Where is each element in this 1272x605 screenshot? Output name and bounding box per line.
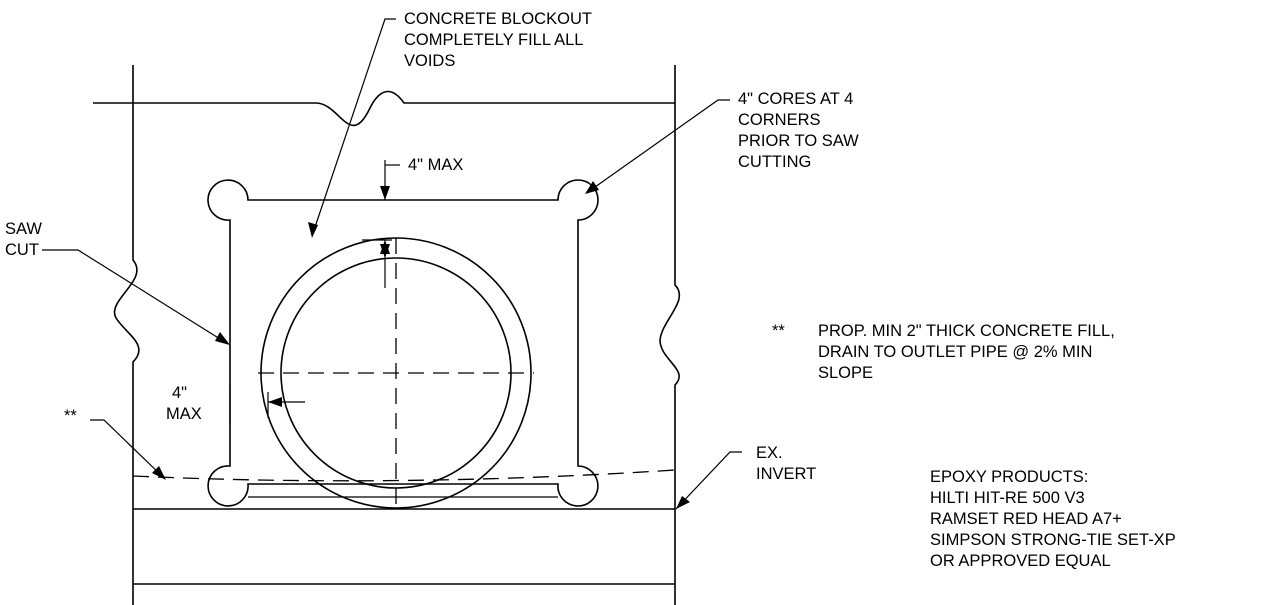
saw-cut-leader-arrow xyxy=(215,332,230,345)
top-max-label: 4" MAX xyxy=(408,156,464,174)
cores-callout-line-3: PRIOR TO SAW xyxy=(738,132,859,150)
fill-note-line-1: PROP. MIN 2" THICK CONCRETE FILL, xyxy=(818,322,1115,340)
blockout-callout-line-3: VOIDS xyxy=(404,52,456,70)
saw-cut-callout: SAW CUT xyxy=(5,219,42,261)
saw-cut-outline xyxy=(207,179,599,507)
fill-marker-label: ** xyxy=(64,407,77,425)
fill-note: PROP. MIN 2" THICK CONCRETE FILL, DRAIN … xyxy=(818,321,1115,384)
invert-callout: EX. INVERT xyxy=(756,443,816,485)
blockout-leader-arrow xyxy=(308,222,318,238)
blockout-callout-line-1: CONCRETE BLOCKOUT xyxy=(404,10,592,28)
left-wall-line xyxy=(113,65,140,605)
epoxy-item-1: HILTI HIT-RE 500 V3 xyxy=(930,489,1085,507)
cores-callout-line-4: CUTTING xyxy=(738,153,812,171)
side-max-line-1: 4" xyxy=(172,384,188,402)
top-wall-line xyxy=(93,90,675,127)
epoxy-heading: EPOXY PRODUCTS: xyxy=(930,468,1089,486)
blockout-leader xyxy=(311,18,396,237)
invert-leader xyxy=(675,451,742,510)
invert-leader-arrow xyxy=(676,496,690,509)
fill-note-line-3: SLOPE xyxy=(818,364,874,382)
cores-callout-line-1: 4" CORES AT 4 xyxy=(738,90,854,108)
side-max-label: 4" MAX xyxy=(166,383,202,425)
side-max-line-2: MAX xyxy=(166,405,202,423)
epoxy-products-note: EPOXY PRODUCTS: HILTI HIT-RE 500 V3 RAMS… xyxy=(930,467,1176,572)
cores-callout: 4" CORES AT 4 CORNERS PRIOR TO SAW CUTTI… xyxy=(738,89,859,173)
right-wall-line xyxy=(659,65,681,605)
epoxy-item-3: SIMPSON STRONG-TIE SET-XP xyxy=(930,531,1176,549)
epoxy-item-2: RAMSET RED HEAD A7+ xyxy=(930,510,1122,528)
fill-marker-leader-arrow xyxy=(152,466,166,480)
blockout-callout: CONCRETE BLOCKOUT COMPLETELY FILL ALL VO… xyxy=(404,9,592,72)
fill-note-line-2: DRAIN TO OUTLET PIPE @ 2% MIN xyxy=(818,343,1093,361)
saw-cut-leader xyxy=(42,249,229,345)
saw-cut-line-2: CUT xyxy=(5,241,39,259)
blockout-callout-line-2: COMPLETELY FILL ALL xyxy=(404,31,584,49)
cores-leader-arrow xyxy=(585,181,599,194)
side-max-arrow xyxy=(268,397,282,407)
cores-callout-line-2: CORNERS xyxy=(738,111,821,129)
fill-marker-leader xyxy=(90,419,165,479)
saw-cut-line-1: SAW xyxy=(5,220,42,238)
epoxy-item-4: OR APPROVED EQUAL xyxy=(930,552,1111,570)
fill-note-marker: ** xyxy=(772,322,785,340)
top-max-arrow xyxy=(380,186,390,200)
invert-line-2: INVERT xyxy=(756,465,817,483)
invert-line-1: EX. xyxy=(756,444,783,462)
pipe-wall-dim-arrow-bottom xyxy=(380,244,390,258)
cores-leader xyxy=(587,99,730,193)
